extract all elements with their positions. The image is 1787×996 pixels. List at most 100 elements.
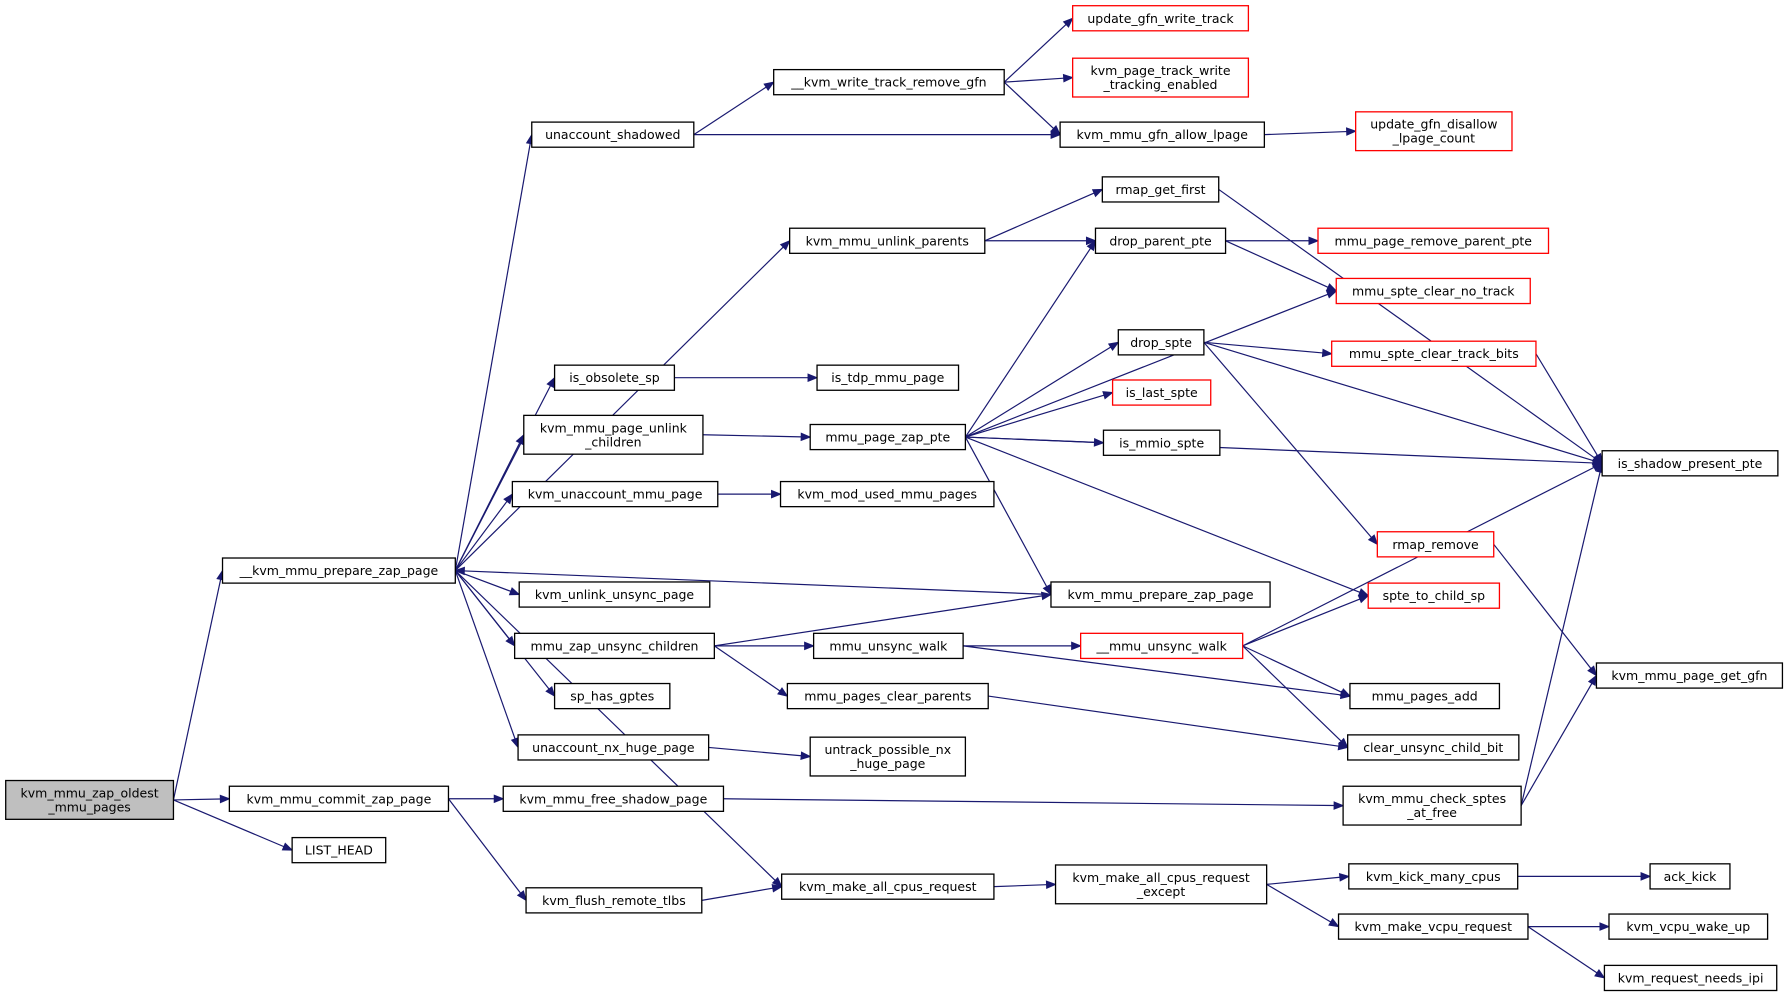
node-box: [523, 414, 704, 455]
edge-zappte-to-isshadow: [965, 436, 1604, 468]
node-label: __kvm_mmu_prepare_zap_page: [239, 563, 439, 578]
node-box: [1348, 863, 1519, 890]
node-box: [1601, 450, 1779, 477]
node-unsyncwalk[interactable]: mmu_unsync_walk: [812, 632, 964, 660]
node-label: kvm_kick_many_cpus: [1366, 869, 1501, 884]
node-rmaprem[interactable]: rmap_remove: [1376, 531, 1495, 558]
arrowhead-icon: [1367, 534, 1379, 546]
edge-checkspte-to-isshadow: [1520, 461, 1605, 806]
edge-flushtlb-to-allcpus: [701, 883, 783, 901]
edge-unaccmmu-to-modused: [717, 489, 782, 499]
arrowhead-icon: [545, 685, 556, 698]
node-spte2child[interactable]: spte_to_child_sp: [1367, 582, 1501, 609]
node-untracknx[interactable]: untrack_possible_nx_huge_page: [809, 736, 967, 777]
edge-vcpureq-to-needsipi: [1527, 926, 1606, 979]
node-prep2[interactable]: kvm_mmu_prepare_zap_page: [1050, 581, 1271, 608]
node-mprp[interactable]: mmu_page_remove_parent_pte: [1317, 227, 1550, 254]
edge-unacc_sh-to-allowlp: [693, 130, 1062, 139]
node-box: [513, 632, 715, 660]
arrowhead-icon: [1357, 588, 1370, 597]
node-istdp[interactable]: is_tdp_mmu_page: [816, 364, 960, 391]
node-box: [1355, 111, 1513, 152]
node-label: mmu_page_zap_pte: [825, 430, 950, 445]
node-box: [786, 682, 989, 710]
edge-line: [708, 746, 802, 757]
node-modused[interactable]: kvm_mod_used_mmu_pages: [779, 480, 995, 508]
node-allcpus[interactable]: kvm_make_all_cpus_request: [781, 873, 995, 900]
arrowhead-icon: [1321, 348, 1334, 358]
node-commit[interactable]: kvm_mmu_commit_zap_page: [228, 785, 450, 812]
node-listhead[interactable]: LIST_HEAD: [291, 836, 387, 864]
node-unlinkunsync[interactable]: kvm_unlink_unsync_page: [518, 581, 711, 608]
node-zappte[interactable]: mmu_page_zap_pte: [809, 423, 967, 451]
arrowhead-icon: [546, 376, 556, 389]
node-dropspte[interactable]: drop_spte: [1117, 329, 1205, 356]
edge-line: [702, 434, 802, 438]
node-isobs[interactable]: is_obsolete_sp: [553, 364, 676, 391]
node-needsipi[interactable]: kvm_request_needs_ipi: [1603, 964, 1778, 992]
node-box: [1094, 227, 1227, 254]
node-droppar[interactable]: drop_parent_pte: [1094, 227, 1227, 254]
node-box: [1331, 340, 1537, 367]
node-label: kvm_mmu_zap_oldest: [21, 785, 159, 800]
node-ackkick[interactable]: ack_kick: [1649, 863, 1731, 890]
arrowhead-icon: [1062, 17, 1074, 28]
edge-line: [714, 645, 781, 692]
node-unlinkpar[interactable]: kvm_mmu_unlink_parents: [789, 227, 986, 254]
node-label: kvm_mmu_gfn_allow_lpage: [1076, 127, 1248, 142]
node-clearparents[interactable]: mmu_pages_clear_parents: [786, 682, 989, 710]
node-islast[interactable]: is_last_spte: [1111, 379, 1212, 406]
node-label: mmu_zap_unsync_children: [531, 638, 699, 653]
edge-line: [1218, 188, 1596, 459]
node-label: kvm_make_all_cpus_request: [799, 879, 977, 894]
node-unacc_sh[interactable]: unaccount_shadowed: [531, 121, 695, 148]
node-box: [228, 785, 450, 812]
node-ugdlc[interactable]: update_gfn_disallow_lpage_count: [1355, 111, 1513, 152]
node-unaccnx[interactable]: unaccount_nx_huge_page: [517, 734, 710, 761]
node-label: kvm_mod_used_mmu_pages: [797, 487, 977, 502]
node-flushtlb[interactable]: kvm_flush_remote_tlbs: [525, 887, 703, 914]
node-vcpureq[interactable]: kvm_make_vcpu_request: [1337, 913, 1529, 940]
arrowhead-icon: [1594, 969, 1606, 979]
arrowhead-icon: [453, 566, 465, 576]
node-msctb[interactable]: mmu_spte_clear_track_bits: [1331, 340, 1537, 367]
node-unsyncwalk2[interactable]: __mmu_unsync_walk: [1079, 632, 1244, 660]
node-box: [517, 734, 710, 761]
node-wtrg[interactable]: __kvm_write_track_remove_gfn: [773, 68, 1005, 96]
node-label: mmu_unsync_walk: [829, 638, 948, 653]
node-label: clear_unsync_child_bit: [1363, 740, 1503, 755]
node-getgfn[interactable]: kvm_mmu_page_get_gfn: [1595, 662, 1784, 689]
arrowhead-icon: [1599, 922, 1611, 931]
node-label: is_last_spte: [1126, 385, 1198, 400]
node-hasgptes[interactable]: sp_has_gptes: [553, 682, 671, 710]
node-allcpusex[interactable]: kvm_make_all_cpus_request_except: [1054, 864, 1268, 905]
edge-line: [454, 500, 508, 571]
edge-zappte-to-droppar: [964, 239, 1097, 438]
node-wakeup[interactable]: kvm_vcpu_wake_up: [1608, 913, 1769, 940]
node-label: kvm_unaccount_mmu_page: [528, 487, 703, 502]
node-mscnt[interactable]: mmu_spte_clear_no_track: [1335, 277, 1531, 305]
node-pgunlink[interactable]: kvm_mmu_page_unlink_children: [523, 414, 704, 455]
node-kickmany[interactable]: kvm_kick_many_cpus: [1348, 863, 1519, 890]
node-unaccmmu[interactable]: kvm_unaccount_mmu_page: [511, 480, 719, 508]
node-label: update_gfn_disallow: [1370, 117, 1497, 132]
arrowhead-icon: [1593, 452, 1603, 465]
node-isshadow[interactable]: is_shadow_present_pte: [1601, 450, 1779, 477]
arrowhead-icon: [493, 794, 505, 804]
node-checkspte[interactable]: kvm_mmu_check_sptes_at_free: [1342, 785, 1522, 826]
node-pagesadd[interactable]: mmu_pages_add: [1349, 682, 1501, 710]
arrowhead-icon: [1357, 595, 1370, 604]
node-clearchild[interactable]: clear_unsync_child_bit: [1347, 734, 1520, 761]
node-layer: kvm_mmu_zap_oldest_mmu_pages__kvm_mmu_pr…: [5, 5, 1784, 992]
node-prep[interactable]: __kvm_mmu_prepare_zap_page: [221, 557, 456, 584]
node-label: kvm_flush_remote_tlbs: [542, 893, 686, 908]
node-ugwt[interactable]: update_gfn_write_track: [1072, 5, 1250, 32]
node-label: is_tdp_mmu_page: [831, 370, 944, 385]
node-allowlp[interactable]: kvm_mmu_gfn_allow_lpage: [1059, 121, 1266, 148]
node-rmapfirst[interactable]: rmap_get_first: [1101, 176, 1220, 203]
node-box: [1603, 964, 1778, 992]
node-kptwte[interactable]: kvm_page_track_write_tracking_enabled: [1072, 57, 1250, 98]
node-freeshadow[interactable]: kvm_mmu_free_shadow_page: [502, 785, 725, 812]
node-ismmio[interactable]: is_mmio_spte: [1102, 429, 1221, 456]
node-zapunsync[interactable]: mmu_zap_unsync_children: [513, 632, 715, 660]
